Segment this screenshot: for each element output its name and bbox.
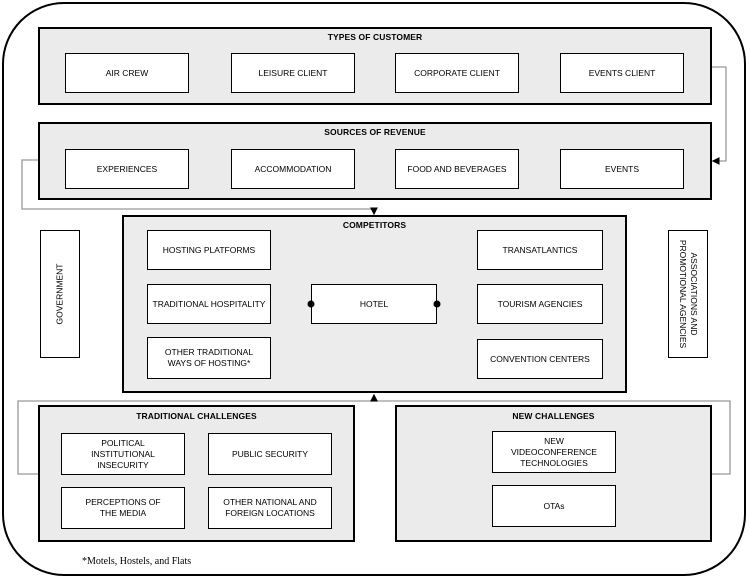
types-of-customer-title: TYPES OF CUSTOMER: [327, 32, 423, 42]
footnote: *Motels, Hostels, and Flats: [82, 556, 192, 567]
associations-box: ASSOCIATIONS AND PROMOTIONAL AGENCIES: [668, 230, 708, 358]
competitor-traditional-hospitality: TRADITIONAL HOSPITALITY: [147, 284, 271, 324]
government-label: GOVERNMENT: [54, 263, 65, 325]
associations-label-line1: ASSOCIATIONS AND: [689, 252, 699, 336]
competitor-convention-centers: CONVENTION CENTERS: [477, 339, 603, 379]
challenge-videoconference: NEW VIDEOCONFERENCE TECHNOLOGIES: [492, 431, 616, 473]
challenge-political-insecurity: POLITICAL INSTITUTIONAL INSECURITY: [61, 433, 185, 475]
competitor-other-traditional-ways: OTHER TRADITIONAL WAYS OF HOSTING*: [147, 337, 271, 379]
hotel-box: HOTEL: [311, 284, 437, 324]
connector-traditional-challenges: [17, 400, 374, 475]
revenue-events: EVENTS: [560, 149, 684, 189]
challenge-otas: OTAs: [492, 485, 616, 527]
new-challenges-title: NEW CHALLENGES: [512, 411, 595, 421]
competitor-hosting-platforms: HOSTING PLATFORMS: [147, 230, 271, 270]
sources-of-revenue-title: SOURCES OF REVENUE: [324, 127, 426, 137]
competitors-title: COMPETITORS: [342, 220, 407, 230]
associations-label-line2: PROMOTIONAL AGENCIES: [678, 239, 688, 349]
competitor-transatlantics: TRANSATLANTICS: [477, 230, 603, 270]
revenue-accommodation: ACCOMMODATION: [231, 149, 355, 189]
connector-customer-revenue: [711, 66, 727, 165]
customer-leisure-client: LEISURE CLIENT: [231, 53, 355, 93]
competitor-tourism-agencies: TOURISM AGENCIES: [477, 284, 603, 324]
challenge-perceptions-of-media: PERCEPTIONS OF THE MEDIA: [61, 487, 185, 529]
customer-air-crew: AIR CREW: [65, 53, 189, 93]
challenge-public-security: PUBLIC SECURITY: [208, 433, 332, 475]
associations-label: ASSOCIATIONS AND PROMOTIONAL AGENCIES: [677, 240, 699, 348]
connector-revenue-competitors: [21, 159, 378, 216]
customer-events-client: EVENTS CLIENT: [560, 53, 684, 93]
customer-corporate-client: CORPORATE CLIENT: [395, 53, 519, 93]
revenue-food-and-beverages: FOOD AND BEVERAGES: [395, 149, 519, 189]
government-box: GOVERNMENT: [40, 230, 80, 358]
challenge-other-locations: OTHER NATIONAL AND FOREIGN LOCATIONS: [208, 487, 332, 529]
connector-new-challenges: [374, 400, 731, 475]
traditional-challenges-title: TRADITIONAL CHALLENGES: [136, 411, 257, 421]
revenue-experiences: EXPERIENCES: [65, 149, 189, 189]
